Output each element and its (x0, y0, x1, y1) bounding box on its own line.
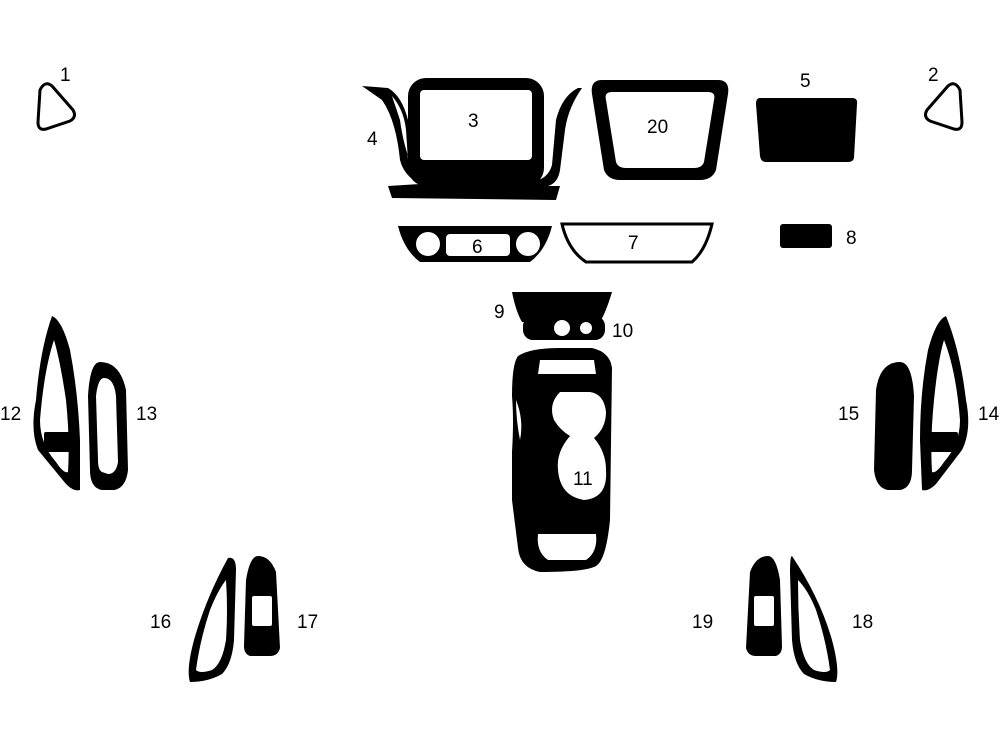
piece-5 (756, 98, 858, 162)
label-15: 15 (838, 404, 859, 425)
piece-12 (33, 316, 80, 491)
piece-14 (920, 316, 969, 491)
label-12: 12 (0, 404, 21, 425)
label-18: 18 (852, 612, 873, 633)
label-17: 17 (297, 612, 318, 633)
label-8: 8 (846, 228, 857, 249)
piece-9 (512, 292, 612, 322)
label-6: 6 (472, 237, 483, 258)
piece-17 (244, 556, 280, 656)
label-5: 5 (800, 71, 811, 92)
label-1: 1 (60, 65, 71, 86)
label-20: 20 (647, 117, 668, 138)
label-3: 3 (468, 111, 479, 132)
label-19: 19 (692, 612, 713, 633)
label-7: 7 (628, 233, 639, 254)
piece-13 (88, 362, 128, 490)
piece-20 (591, 80, 729, 180)
piece-18 (790, 556, 838, 682)
label-14: 14 (978, 404, 1000, 425)
label-9: 9 (494, 302, 505, 323)
piece-8 (780, 224, 832, 248)
piece-19 (746, 556, 782, 656)
label-16: 16 (150, 612, 171, 633)
label-11: 11 (573, 469, 593, 490)
label-4: 4 (367, 129, 378, 150)
piece-1 (36, 82, 76, 131)
piece-16 (188, 557, 236, 682)
piece-6 (398, 226, 552, 262)
piece-15 (874, 362, 914, 490)
label-10: 10 (612, 321, 633, 342)
label-2: 2 (928, 65, 939, 86)
piece-2 (924, 82, 964, 131)
piece-10 (523, 316, 605, 340)
piece-11 (512, 348, 612, 572)
piece-7 (560, 222, 714, 264)
label-13: 13 (136, 404, 157, 425)
piece-3-4-display-surround (362, 78, 582, 200)
